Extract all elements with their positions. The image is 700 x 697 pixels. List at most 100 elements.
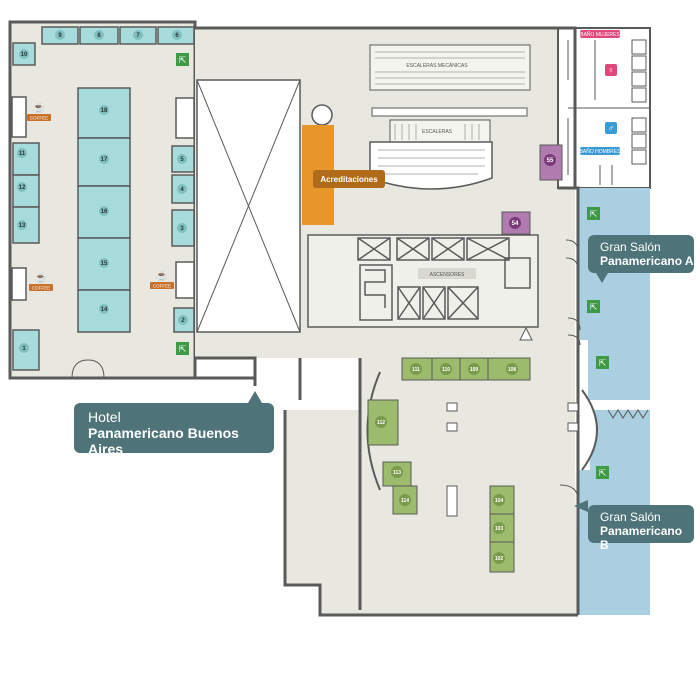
green-booth-numbers: 111 110 109 108 112 113 114 104 103 102 [377, 367, 516, 562]
hotel-callout: Hotel Panamericano Buenos Aires [74, 403, 274, 457]
bathrooms [567, 39, 650, 185]
partition-wall [607, 409, 649, 419]
svg-text:⇱: ⇱ [179, 55, 187, 65]
coffee-icon: ☕ [35, 271, 47, 284]
booth-17-label: 17 [101, 157, 108, 163]
emergency-exits: ⇱ ⇱ ⇱ ⇱ ⇱ ⇱ [176, 53, 609, 479]
booth-110-label: 110 [442, 367, 450, 373]
elevators-label-box [418, 268, 476, 279]
men-bathroom-label: BAÑO HOMBRES [580, 148, 622, 155]
coffee-icon: ☕ [156, 269, 168, 282]
booth-108-label: 108 [508, 367, 517, 373]
stairs-label: ESCALERAS [422, 129, 453, 135]
booth-2-label: 2 [181, 318, 185, 324]
svg-text:⇱: ⇱ [599, 358, 607, 368]
booth-9-label: 9 [58, 33, 62, 39]
hotel-callout-tail [248, 391, 262, 403]
booth-1 [12, 329, 40, 371]
svg-text:⇱: ⇱ [590, 302, 598, 312]
salon-a-line2: Panamericano A [600, 254, 694, 268]
svg-text:⇱: ⇱ [599, 468, 607, 478]
booth-12-label: 12 [19, 185, 26, 191]
hotel-callout-line1: Hotel [88, 409, 121, 425]
exit-icon: ⇱ [596, 356, 609, 369]
booth-1-label: 1 [22, 346, 26, 352]
green-booths [367, 357, 531, 573]
booth-113-label: 113 [393, 470, 401, 476]
green-booth-discs [375, 363, 518, 564]
booth-11-label: 11 [19, 151, 26, 157]
svg-text:⇱: ⇱ [590, 209, 598, 219]
booth-3-label: 3 [180, 226, 184, 232]
booth-112-label: 112 [377, 420, 385, 426]
women-icon [605, 64, 617, 76]
doors [71, 239, 581, 501]
booth-14 [77, 289, 131, 333]
men-icon [605, 122, 617, 134]
hotel-callout-line2: Panamericano Buenos Aires [88, 425, 239, 457]
svg-text:⇱: ⇱ [179, 344, 187, 354]
booth-55-label: 55 [547, 158, 554, 164]
booth-13-label: 13 [19, 223, 26, 229]
salon-b-callout: Gran Salón Panamericano B [588, 505, 694, 552]
booth-54-label: 54 [512, 221, 519, 227]
booth-7-label: 7 [136, 33, 140, 39]
coffee-points: ☕ COFFEE ☕ COFFEE ☕ COFFEE [27, 101, 174, 291]
salon-a-callout-tail [596, 273, 608, 283]
booth-11 [12, 142, 40, 176]
booth-111-label: 111 [412, 367, 420, 373]
salon-a-callout: Gran Salón Panamericano A [588, 235, 694, 273]
coffee-label-2: COFFEE [32, 286, 50, 291]
elevator-core [307, 234, 539, 328]
women-bathroom-label: BAÑO MUJERES [580, 31, 620, 38]
exit-icon: ⇱ [587, 207, 600, 220]
exit-icon: ⇱ [596, 466, 609, 479]
escalators: ESCALERAS MECÁNICAS [369, 44, 531, 91]
teal-booth-discs [17, 30, 188, 353]
booth-109-label: 109 [470, 367, 479, 373]
teal-booth-numbers: 9 8 7 6 10 11 12 13 1 5 4 3 2 18 17 16 1… [19, 33, 186, 352]
coffee-icon: ☕ [33, 101, 45, 114]
coffee-label-1: COFFEE [30, 116, 48, 121]
pillars [446, 402, 579, 517]
left-hall-fixtures [11, 96, 195, 301]
booth-5-label: 5 [180, 157, 184, 163]
booth-14-label: 14 [101, 307, 108, 313]
atrium-void [196, 79, 301, 333]
booth-10-label: 10 [21, 52, 28, 58]
purple-booths: 55 54 [501, 144, 563, 235]
booth-112 [367, 399, 399, 446]
booth-16-label: 16 [101, 209, 108, 215]
booth-102-label: 102 [495, 556, 504, 562]
stairs: ESCALERAS [369, 107, 528, 190]
lobby-curve-right [581, 389, 598, 471]
booth-8-label: 8 [97, 33, 101, 39]
exit-icon: ⇱ [176, 53, 189, 66]
salon-b-callout-tail [574, 500, 588, 512]
salon-a-line1: Gran Salón [600, 240, 661, 254]
exit-icon: ⇱ [587, 300, 600, 313]
booth-18-label: 18 [101, 108, 108, 114]
booth-6-label: 6 [175, 33, 179, 39]
exit-icon: ⇱ [176, 342, 189, 355]
walls [10, 26, 580, 617]
men-bathroom: BAÑO HOMBRES ♂ [580, 122, 622, 155]
salon-b-line1: Gran Salón [600, 510, 661, 524]
women-bathroom: BAÑO MUJERES ♀ [580, 30, 620, 76]
svg-text:♂: ♂ [608, 123, 615, 133]
acreditaciones-tag: Acreditaciones [313, 170, 385, 188]
booth-114-label: 114 [401, 498, 409, 504]
booth-103-label: 103 [495, 526, 504, 532]
salon-b-line2: Panamericano B [600, 524, 683, 552]
svg-text:♀: ♀ [608, 65, 615, 75]
escalators-label: ESCALERAS MECÁNICAS [406, 62, 468, 69]
booth-104-label: 104 [495, 498, 504, 504]
booth-12 [12, 174, 40, 208]
column [311, 104, 333, 126]
booth-4-label: 4 [180, 187, 184, 193]
elevators-label: ASCENSORES [430, 272, 465, 278]
acreditaciones-label: Acreditaciones [320, 175, 378, 184]
booth-15-label: 15 [101, 261, 108, 267]
coffee-label-3: COFFEE [153, 284, 171, 289]
